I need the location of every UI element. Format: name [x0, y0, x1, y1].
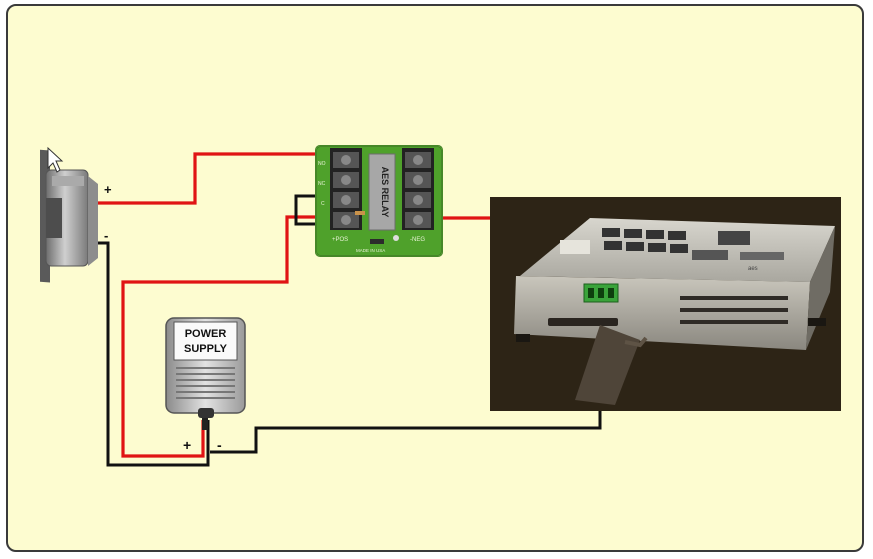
- relay-term-no: NO: [318, 161, 326, 167]
- wire-strike-positive: [96, 152, 333, 205]
- relay-neg-label: -NEG: [410, 237, 425, 243]
- power-supply: [165, 317, 246, 418]
- relay-term-c: C: [321, 201, 325, 207]
- controller-badge: aes: [748, 266, 758, 272]
- controller-photo: [490, 197, 841, 411]
- relay-chip: [368, 153, 396, 231]
- psu-minus-label: -: [217, 437, 222, 453]
- mouse-cursor-icon: [47, 146, 64, 173]
- relay-diode: [370, 239, 384, 244]
- psu-plus-label: +: [183, 437, 191, 453]
- strike-plus-label: +: [104, 182, 112, 197]
- relay-term-nc: NC: [318, 181, 326, 187]
- relay-resistor: [355, 211, 365, 215]
- relay-title: AES RELAY: [380, 167, 390, 218]
- relay-terminal-block-left: [330, 148, 362, 230]
- wire-strike-negative: [96, 241, 210, 467]
- relay-board: AES RELAY NO NC C +POS -NEG MADE IN USA: [315, 145, 443, 257]
- wire-relay-to-psu-positive: [121, 215, 333, 458]
- strike-minus-label: -: [104, 228, 108, 243]
- psu-label-line1: POWER: [185, 328, 227, 340]
- door-strike: [40, 149, 98, 283]
- relay-pos-label: +POS: [332, 237, 348, 243]
- relay-made-in: MADE IN USA: [356, 248, 385, 253]
- wire-jumper: [294, 194, 333, 226]
- relay-led: [393, 235, 399, 241]
- relay-terminal-block-right: [402, 148, 434, 230]
- psu-label-line2: SUPPLY: [184, 343, 228, 355]
